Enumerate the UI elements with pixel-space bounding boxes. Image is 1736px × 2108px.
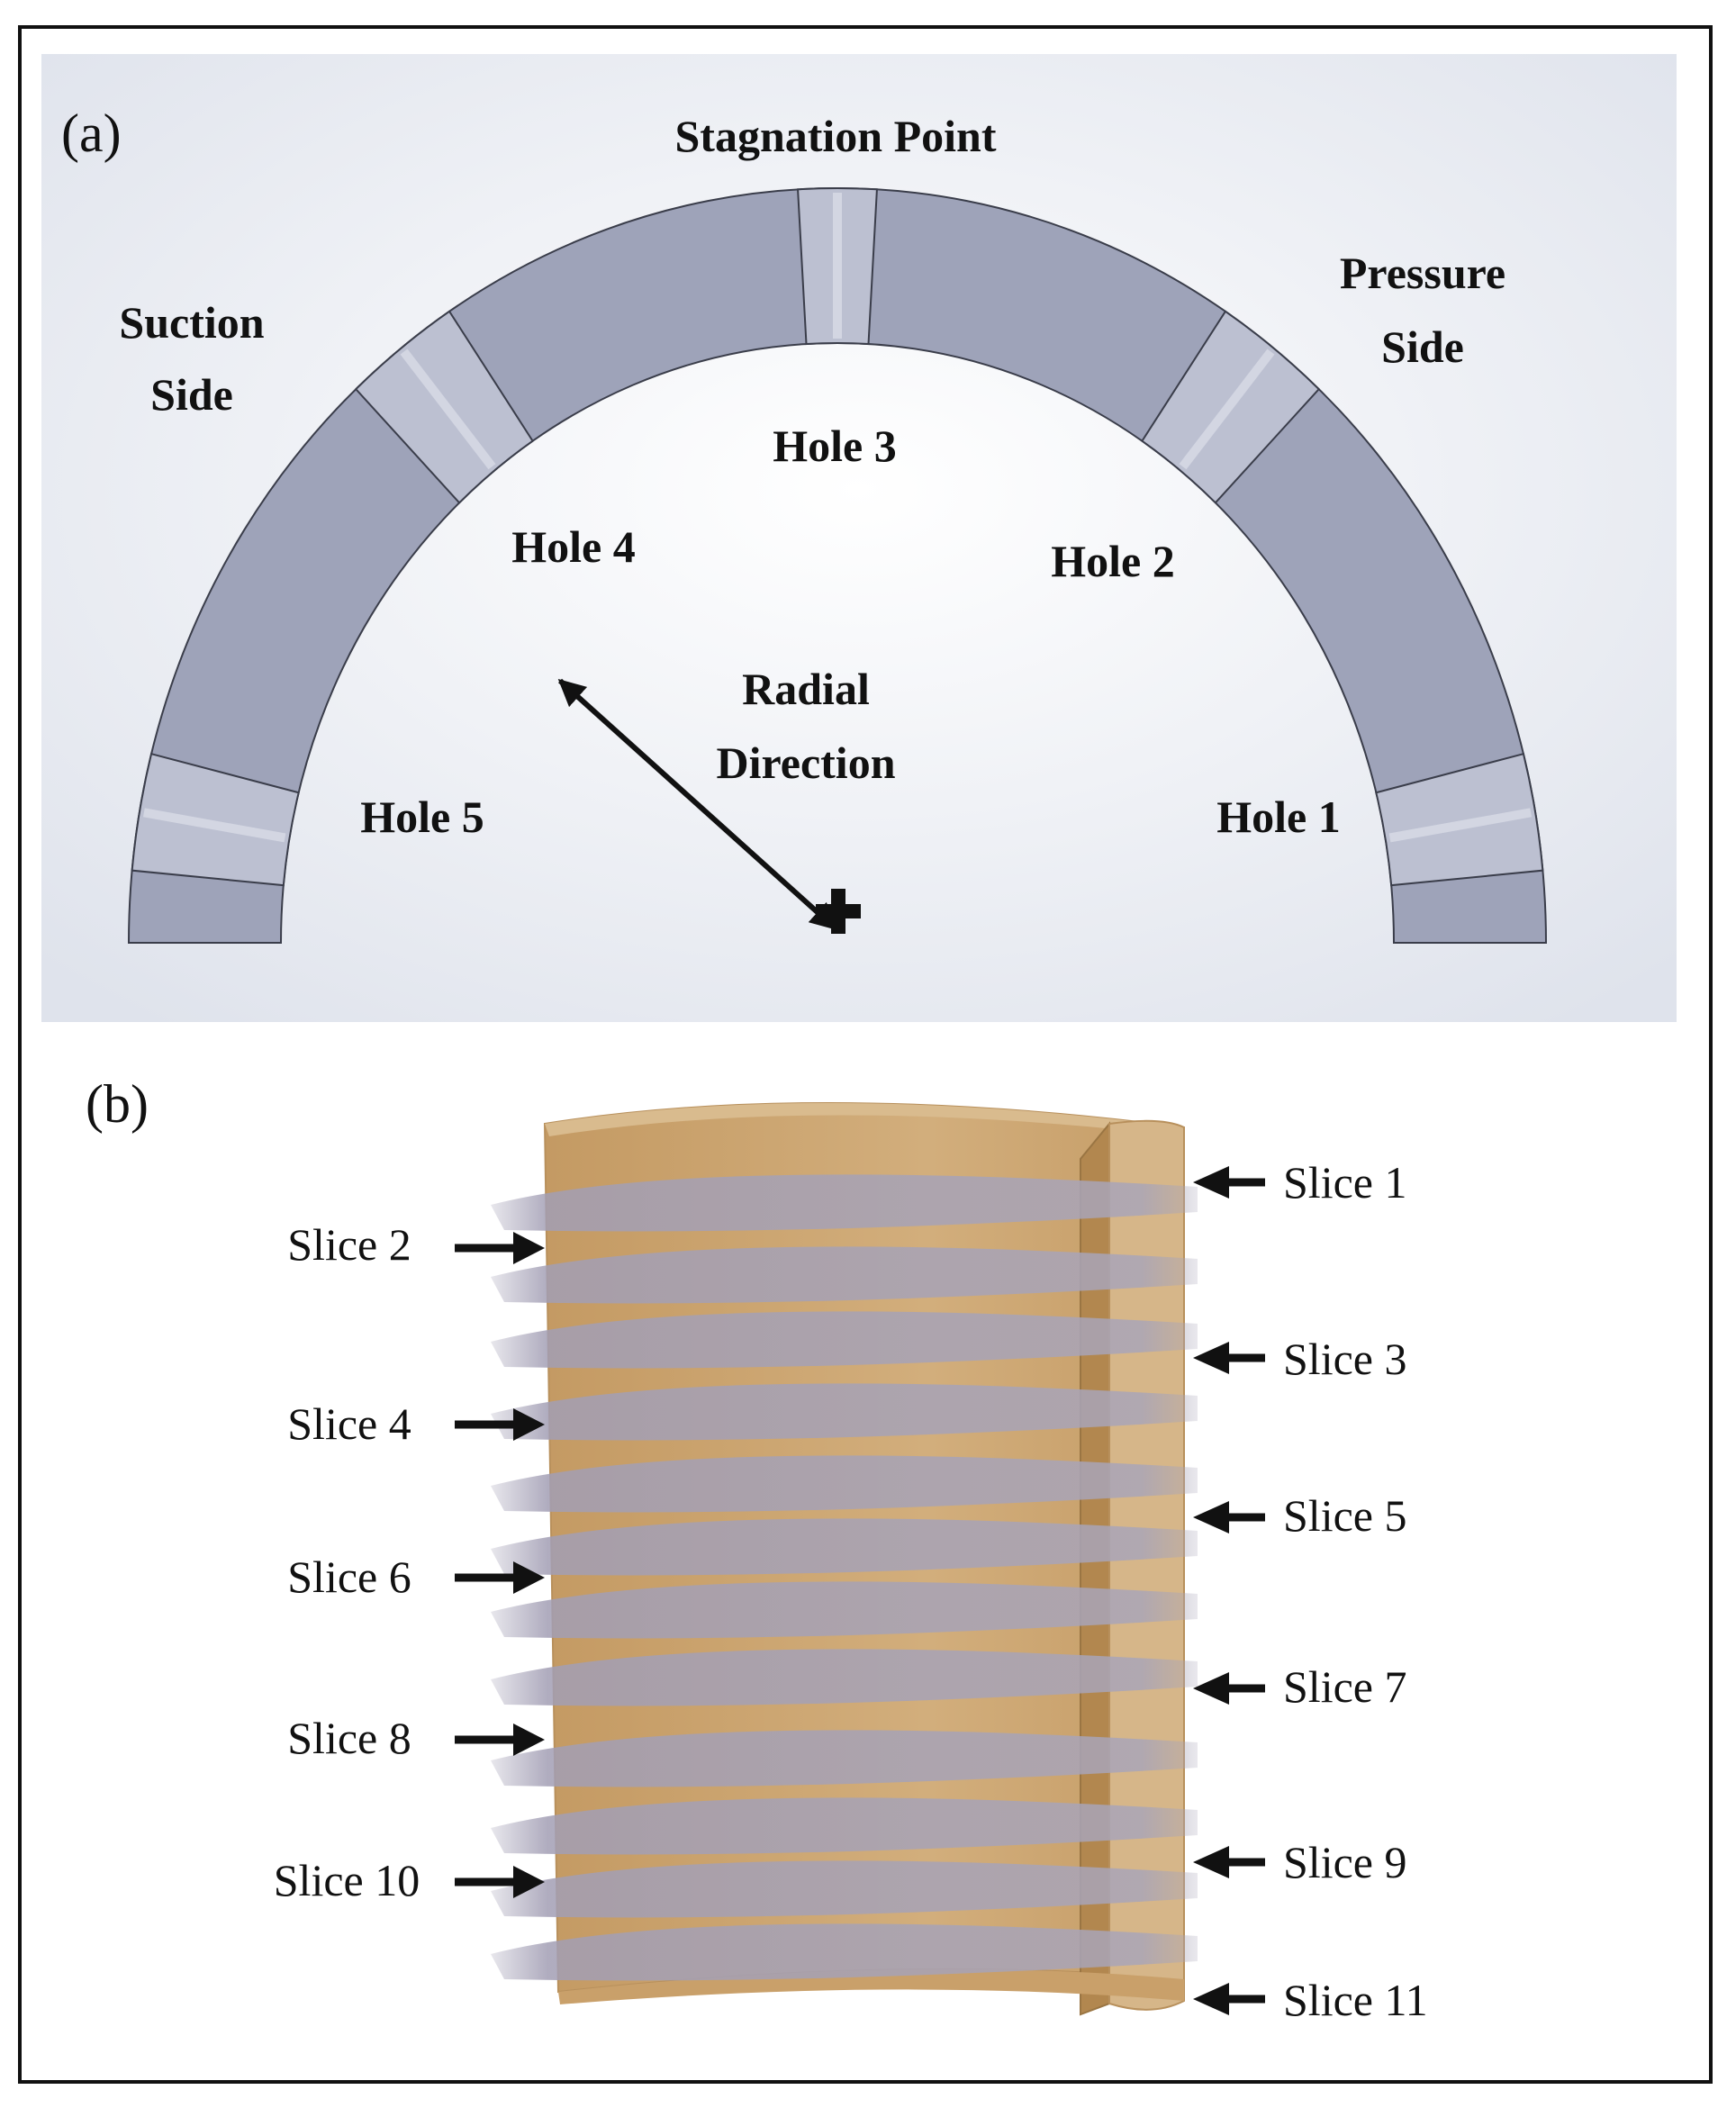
slice-plane [491,1174,1198,1232]
panel-a: (a) Stagnation Point Suction Side Pressu… [41,54,1677,1022]
hole-5-label: Hole 5 [360,792,484,842]
slice-arrow-right [1193,1983,1265,2015]
hole-4-highlight [400,348,496,470]
hole-2-highlight [1179,348,1275,470]
slice-4-label: Slice 4 [287,1398,411,1449]
slice-arrow-left [455,1408,545,1441]
slice-arrows [455,1166,1265,2015]
slice-plane [491,1246,1198,1304]
cylinder-top-rim [545,1102,1184,1136]
slice-arrow-right [1193,1501,1265,1534]
slice-arrow-right [1193,1672,1265,1705]
suction-side-label-line1: Suction [119,297,264,348]
arch [127,187,1548,944]
slice-5-label: Slice 5 [1283,1490,1406,1541]
hole-2-label: Hole 2 [1051,536,1174,586]
hole-3-label: Hole 3 [773,421,896,471]
hole-5-band [131,752,300,887]
panel-b: (b) Slice 2 Slice 4 Slice 6 Slice 8 Slic… [86,1074,1428,2025]
pressure-side-label-line1: Pressure [1340,248,1505,298]
slice-plane [491,1649,1198,1706]
radial-direction-label-line1: Radial [742,664,870,714]
slice-arrow-left [455,1723,545,1756]
slice-planes [491,1174,1198,1981]
radial-direction-label-line2: Direction [716,737,895,788]
slice-plane [491,1797,1198,1855]
panel-b-label: (b) [86,1074,149,1134]
slice-plane [491,1581,1198,1639]
slice-1-label: Slice 1 [1283,1157,1406,1208]
slice-plane [491,1923,1198,1981]
slice-arrow-left [455,1561,545,1594]
slice-plane [491,1730,1198,1787]
slice-arrow-right [1193,1846,1265,1878]
slice-plane [491,1860,1198,1918]
slice-10-label: Slice 10 [274,1855,420,1905]
slice-6-label: Slice 6 [287,1552,411,1602]
slice-3-label: Slice 3 [1283,1334,1406,1384]
slice-7-label: Slice 7 [1283,1661,1406,1712]
radial-direction-arrow [557,678,838,931]
panel-a-label: (a) [61,104,122,163]
suction-side-label-line2: Side [150,369,233,420]
slice-11-label: Slice 11 [1283,1975,1428,2025]
stagnation-point-label: Stagnation Point [674,111,996,161]
slice-2-label: Slice 2 [287,1219,411,1270]
hole-1-band [1375,752,1544,887]
hole-5-highlight [142,808,286,843]
hole-1-highlight [1388,808,1533,843]
origin-cross-icon [816,889,861,934]
hole-4-label: Hole 4 [511,521,635,572]
slice-arrow-right [1193,1342,1265,1374]
slice-arrow-right [1193,1166,1265,1199]
hole-1-label: Hole 1 [1216,792,1340,842]
pressure-side-label-line2: Side [1381,321,1464,372]
slice-plane [491,1311,1198,1369]
slice-arrow-left [455,1866,545,1898]
slice-plane [491,1383,1198,1441]
slice-9-label: Slice 9 [1283,1837,1406,1887]
slice-8-label: Slice 8 [287,1713,411,1763]
slice-plane [491,1455,1198,1513]
slice-plane [491,1518,1198,1576]
slice-arrow-left [455,1232,545,1264]
